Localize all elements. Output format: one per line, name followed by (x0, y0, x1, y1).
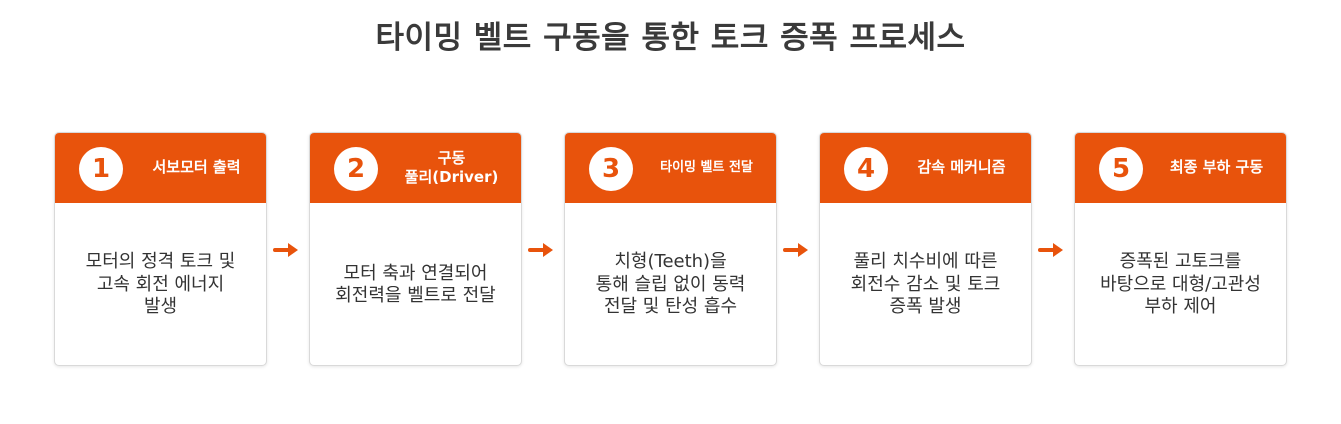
step-number-badge-4: 4 (844, 147, 888, 191)
step-card-4: 4 감속 메커니즘 풀리 치수비에 따른 회전수 감소 및 토크 증폭 발생 (819, 132, 1032, 366)
arrow-right-icon (783, 243, 808, 257)
step-description-4: 풀리 치수비에 따른 회전수 감소 및 토크 증폭 발생 (850, 251, 1001, 318)
diagram-title: 타이밍 벨트 구동을 통한 토크 증폭 프로세스 (375, 20, 966, 56)
step-title-4: 감속 메커니즘 (917, 158, 1006, 177)
step-title-1: 서보모터 출력 (152, 158, 241, 177)
step-card-1: 1 서보모터 출력 모터의 정격 토크 및 고속 회전 에너지 발생 (54, 132, 267, 366)
step-description-5: 증폭된 고토크를 바탕으로 대형/고관성 부하 제어 (1100, 251, 1261, 318)
step-title-2: 구동 풀리(Driver) (404, 148, 499, 187)
arrow-right-icon (528, 243, 553, 257)
step-header-5: 5 최종 부하 구동 (1075, 133, 1286, 203)
step-number-badge-1: 1 (79, 147, 123, 191)
step-header-4: 4 감속 메커니즘 (820, 133, 1031, 203)
step-description-3: 치형(Teeth)을 통해 슬립 없이 동력 전달 및 탄성 흡수 (595, 251, 746, 318)
arrow-right-icon (1038, 243, 1063, 257)
step-number-badge-3: 3 (589, 147, 633, 191)
step-title-3: 타이밍 벨트 전달 (660, 159, 753, 175)
step-header-2: 2 구동 풀리(Driver) (310, 133, 521, 203)
step-card-5: 5 최종 부하 구동 증폭된 고토크를 바탕으로 대형/고관성 부하 제어 (1074, 132, 1287, 366)
step-title-5: 최종 부하 구동 (1169, 158, 1264, 177)
step-header-1: 1 서보모터 출력 (55, 133, 266, 203)
arrow-right-icon (273, 243, 298, 257)
step-header-3: 3 타이밍 벨트 전달 (565, 133, 776, 203)
step-description-2: 모터 축과 연결되어 회전력을 벨트로 전달 (335, 262, 496, 307)
step-card-3: 3 타이밍 벨트 전달 치형(Teeth)을 통해 슬립 없이 동력 전달 및 … (564, 132, 777, 366)
step-card-2: 2 구동 풀리(Driver) 모터 축과 연결되어 회전력을 벨트로 전달 (309, 132, 522, 366)
step-number-badge-5: 5 (1099, 147, 1143, 191)
step-description-1: 모터의 정격 토크 및 고속 회전 에너지 발생 (85, 251, 236, 318)
step-number-badge-2: 2 (334, 147, 378, 191)
